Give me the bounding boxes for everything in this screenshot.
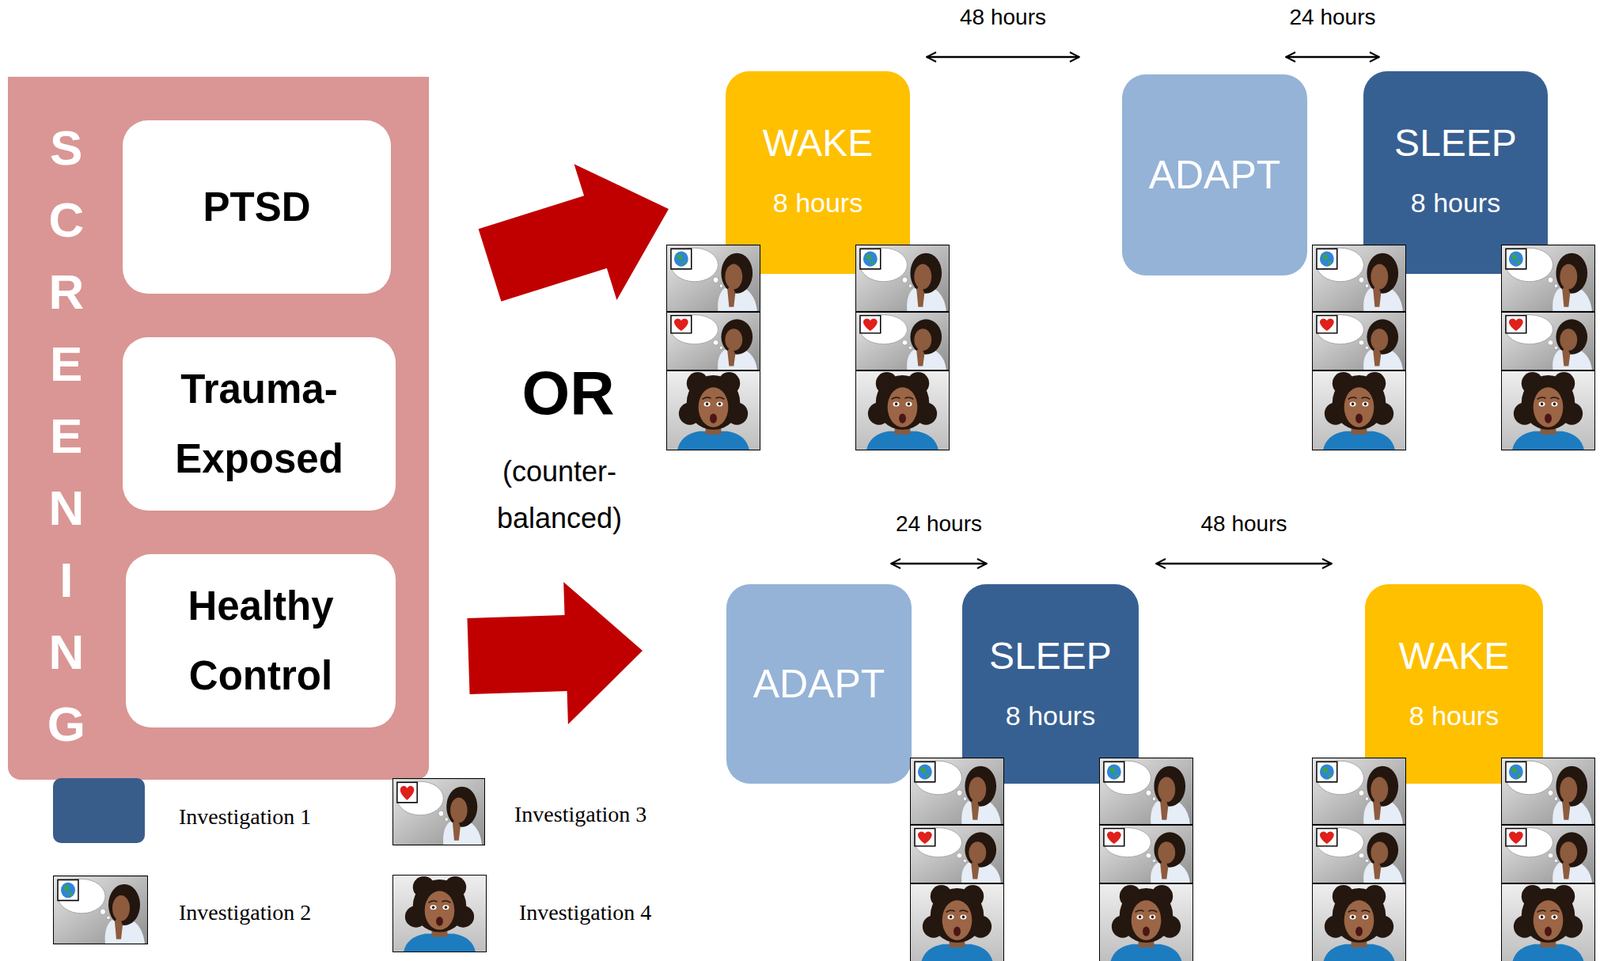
condition-box: SLEEP 8 hours (1363, 71, 1548, 274)
condition-box: SLEEP 8 hours (962, 583, 1139, 784)
phase-box: ADAPT (1122, 74, 1308, 276)
legend-sample (392, 874, 487, 952)
label-holder: Investigation 1 (178, 803, 311, 831)
stimulus-stack (1501, 244, 1596, 451)
node-label: Trauma- Exposed (174, 354, 344, 494)
duration-label: 24 hours (1289, 3, 1377, 31)
text-stack: WAKE 8 hours (762, 120, 874, 219)
node-label: 8 hours (1409, 699, 1499, 732)
duration-label: 24 hours (895, 510, 982, 538)
stimulus-stack (1099, 757, 1194, 961)
text-stack: Healthy Control (187, 571, 334, 711)
text-stack: SLEEP 8 hours (1394, 120, 1517, 219)
label-holder: Investigation 4 (519, 898, 652, 926)
block-arrow (478, 163, 669, 302)
label-holder: 24 hours (895, 510, 982, 538)
node-label: 8 hours (1410, 186, 1501, 219)
block-arrow (466, 581, 643, 725)
legend-samples (53, 777, 487, 952)
text-stack: SCREENING (46, 111, 87, 760)
duration-arrow (926, 56, 1080, 59)
node-label: SLEEP (989, 633, 1112, 679)
node-label: ADAPT (753, 660, 886, 707)
label-holder: Investigation 3 (514, 800, 647, 828)
condition-box: WAKE 8 hours (725, 71, 910, 274)
node-label: PTSD (202, 183, 311, 232)
text-stack: ADAPT (753, 660, 886, 707)
node-label: 8 hours (773, 186, 863, 219)
label-holder: Investigation 2 (178, 898, 311, 926)
choice-label: OR (522, 356, 615, 429)
legend-sample (392, 777, 486, 846)
stimulus-stack (1311, 757, 1407, 961)
note-label: (counter- balanced) (496, 447, 622, 542)
node-label: Healthy Control (187, 571, 334, 711)
condition-box: WAKE 8 hours (1364, 583, 1544, 784)
stimulus-stack (855, 244, 950, 451)
group-panel: SCREENING PTSD Trauma- ExposedHealthy Cont… (7, 76, 429, 780)
text-stack: PTSD (202, 183, 311, 232)
label-holder: (counter- balanced) (496, 447, 622, 542)
text-stack: WAKE 8 hours (1399, 633, 1510, 732)
cohort-box: Healthy Control (125, 553, 396, 728)
stimulus-stack (1311, 244, 1407, 451)
label-holder: 24 hours (1289, 3, 1377, 31)
node-label: WAKE (762, 120, 874, 167)
duration-label: 48 hours (959, 3, 1047, 31)
label-holder: 48 hours (1201, 510, 1288, 538)
label-holder: 48 hours (959, 3, 1047, 31)
duration-arrow (1156, 562, 1332, 565)
stimulus-stack (666, 244, 761, 451)
text-stack: ADAPT (1148, 151, 1282, 198)
node-label: SLEEP (1394, 120, 1517, 167)
legend-label: Investigation 3 (514, 800, 647, 828)
node-label: 8 hours (1005, 699, 1096, 732)
duration-label: 48 hours (1201, 510, 1288, 538)
legend-label: Investigation 2 (178, 898, 311, 926)
node-label: SCREENING (46, 111, 87, 760)
duration-arrow (1285, 56, 1380, 59)
stimulus-stack (1501, 757, 1596, 961)
node-label: WAKE (1399, 633, 1510, 679)
legend-sample (53, 875, 148, 945)
stimulus-stack (909, 757, 1005, 961)
stimulus-stacks (666, 244, 1596, 961)
node-label: ADAPT (1148, 151, 1282, 198)
text-stack: Trauma- Exposed (174, 354, 344, 494)
legend-label: Investigation 4 (519, 898, 652, 926)
cohort-box: PTSD (122, 120, 391, 294)
legend-label: Investigation 1 (178, 803, 311, 831)
duration-arrow (890, 562, 987, 565)
label-holder: OR (522, 356, 615, 429)
phase-box: ADAPT (726, 583, 912, 784)
cohort-box: Trauma- Exposed (122, 337, 396, 511)
text-stack: SLEEP 8 hours (989, 633, 1112, 732)
legend-swatch (53, 777, 145, 843)
